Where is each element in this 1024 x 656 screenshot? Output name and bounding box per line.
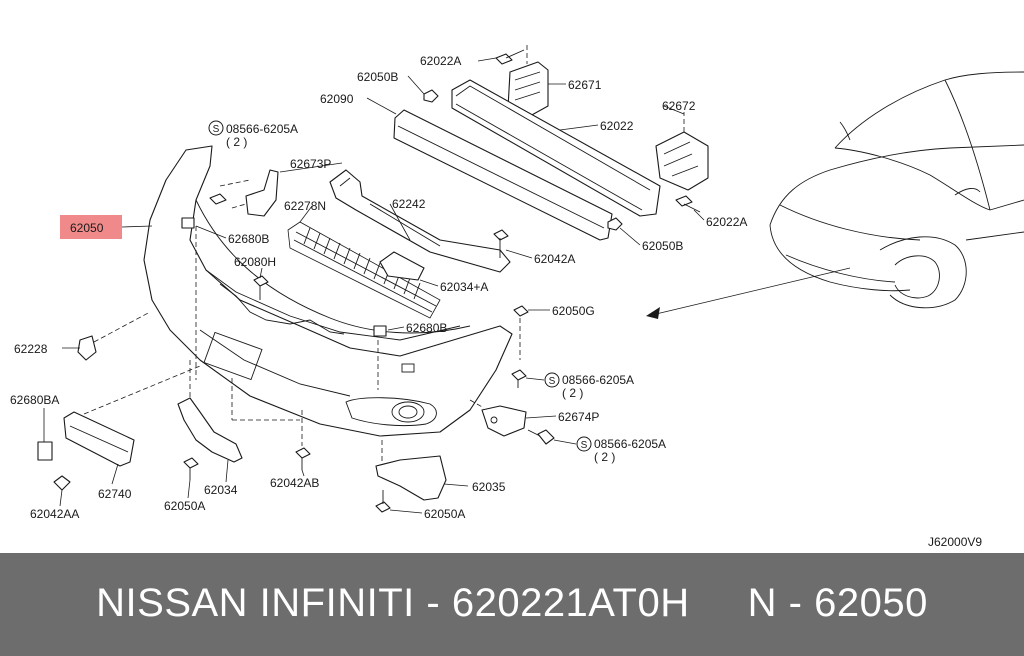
- svg-text:S: S: [581, 440, 588, 451]
- label-62042AB: 62042AB: [270, 476, 319, 490]
- bolt-icon: [53, 475, 71, 491]
- s-circle-icon: S: [208, 120, 224, 136]
- label-62050A-bottom: 62050A: [424, 507, 465, 521]
- label-62671: 62671: [568, 78, 602, 92]
- label-08566-1-qty: ( 2 ): [226, 135, 247, 149]
- bracket-62242: [329, 169, 511, 273]
- footer-bar: NISSAN INFINITI - 620221AT0H N - 62050: [0, 553, 1024, 656]
- label-62034: 62034: [204, 483, 238, 497]
- label-62080H: 62080H: [234, 255, 276, 269]
- clip-icon: [181, 217, 195, 229]
- bolt-icon: [527, 429, 555, 445]
- cover-62035: [375, 440, 447, 501]
- label-62034A: 62034+A: [440, 280, 488, 294]
- cover-62034A: [379, 251, 425, 281]
- label-08566-1: 08566-6205A: [226, 122, 298, 136]
- clip-icon: [423, 89, 439, 103]
- svg-text:S: S: [549, 376, 556, 387]
- label-62042A: 62042A: [534, 252, 575, 266]
- footer-gap: [690, 581, 748, 625]
- label-62035: 62035: [472, 480, 506, 494]
- bolt-icon: [675, 195, 701, 213]
- label-62050-highlight: 62050: [70, 221, 104, 235]
- label-62740: 62740: [98, 487, 132, 501]
- grille-62278N: [287, 221, 441, 319]
- footer-title: NISSAN INFINITI - 620221AT0H N - 62050: [0, 581, 1024, 626]
- label-08566-3: 08566-6205A: [594, 437, 666, 451]
- reinforcement-62022: [451, 79, 661, 217]
- clip-icon: [373, 325, 387, 337]
- label-62022: 62022: [600, 119, 634, 133]
- clip-icon: [37, 441, 53, 461]
- label-62090: 62090: [320, 92, 354, 106]
- bolt-icon: [375, 490, 391, 513]
- direction-arrow: [646, 267, 851, 319]
- label-62050B-right: 62050B: [642, 239, 683, 253]
- label-62674P: 62674P: [558, 410, 599, 424]
- label-62278N: 62278N: [284, 199, 326, 213]
- label-62022A-top: 62022A: [420, 54, 461, 68]
- label-62050B-top: 62050B: [357, 70, 398, 84]
- bolt-icon: [511, 369, 527, 388]
- label-08566-2: 08566-6205A: [562, 373, 634, 387]
- bracket-62672: [655, 112, 709, 191]
- label-62022A-right: 62022A: [706, 215, 747, 229]
- footer-brand: NISSAN INFINITI: [96, 581, 415, 625]
- bolt-icon: [183, 457, 199, 480]
- bolt-icon: [253, 275, 269, 300]
- part-labels: 62022A 62671 62050B 62090 62022 62672 08…: [10, 54, 982, 549]
- svg-text:S: S: [213, 124, 220, 135]
- clip-icon: [607, 217, 623, 231]
- plate-62740: [63, 365, 201, 467]
- label-62042AA: 62042AA: [30, 507, 79, 521]
- bracket-62673P: [231, 169, 279, 217]
- label-62672: 62672: [662, 99, 696, 113]
- bumper-fascia-62050: [143, 145, 513, 437]
- bolt-icon: [493, 229, 509, 258]
- label-62050G: 62050G: [552, 304, 595, 318]
- car-silhouette: [769, 71, 1024, 309]
- label-62228: 62228: [14, 342, 48, 356]
- footer-ref: N - 62050: [747, 581, 928, 625]
- label-62050A-left: 62050A: [164, 499, 205, 513]
- label-62680B-2: 62680B: [406, 321, 447, 335]
- bolt-icon: [495, 49, 525, 65]
- leader-lines: [43, 57, 705, 514]
- absorber-62090: [393, 109, 613, 241]
- label-08566-2-qty: ( 2 ): [562, 386, 583, 400]
- footer-part-number: 620221AT0H: [451, 581, 690, 625]
- highlight-box: [60, 215, 122, 239]
- bolt-icon: [209, 193, 227, 205]
- s-circle-icon: S: [576, 436, 592, 452]
- footer-sep: -: [414, 581, 452, 625]
- label-62680BA: 62680BA: [10, 393, 59, 407]
- parts-diagram: S S S 62022A 62671 62050B 62090 62022 62…: [10, 45, 1024, 549]
- bracket-62034: [177, 360, 243, 463]
- label-62242: 62242: [392, 197, 426, 211]
- bolt-icon: [295, 410, 311, 470]
- bolt-icon: [513, 305, 529, 360]
- label-62680B-1: 62680B: [228, 232, 269, 246]
- cover-62228: [77, 311, 151, 361]
- label-08566-3-qty: ( 2 ): [594, 450, 615, 464]
- diagram-code: J62000V9: [928, 535, 982, 549]
- label-62673P: 62673P: [290, 157, 331, 171]
- bracket-62674P: [469, 399, 527, 437]
- s-circle-icon: S: [544, 372, 560, 388]
